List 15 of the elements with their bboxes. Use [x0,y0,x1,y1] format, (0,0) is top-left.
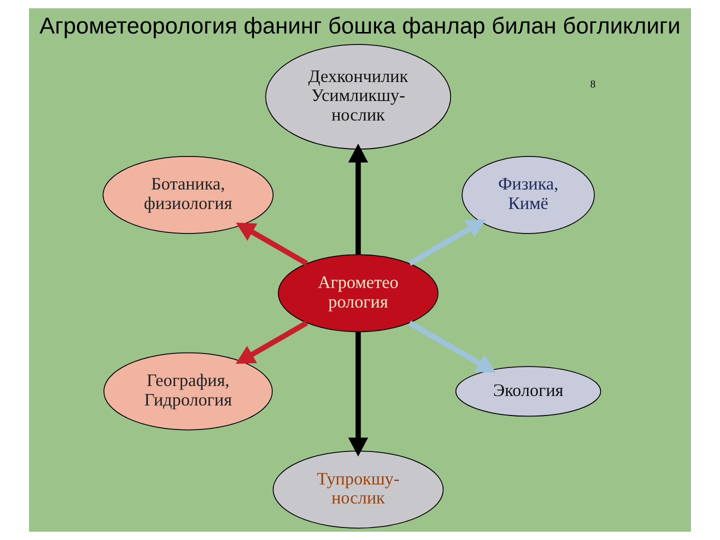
arrow [348,332,368,457]
arrow [408,219,486,266]
arrow [236,320,308,364]
diagram-title: Агрометеорология фанинг бошка фанлар билан богликлиги [40,12,680,39]
node-ellipse: Физика, Кимё [462,156,595,234]
node-ellipse: География, Гидрология [103,352,273,430]
label: 8 [590,80,596,91]
node-ellipse: Агрометео рология [278,254,439,332]
node-ellipse: Экология [455,366,602,417]
arrow [408,320,496,373]
node-ellipse: Ботаника, физиология [102,156,274,234]
arrow [236,222,308,266]
node-ellipse: Тупрокшу- нослик [272,450,444,529]
node-ellipse: Дехкончилик Усимликшу- нослик [265,44,452,150]
arrow [348,144,368,254]
